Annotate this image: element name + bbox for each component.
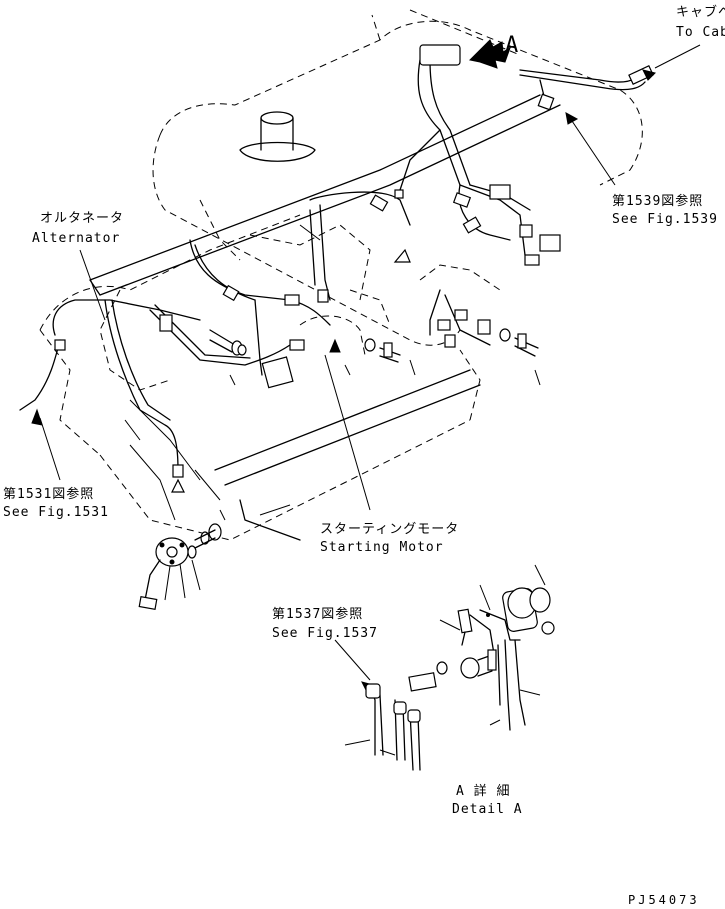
main-harness: [19, 59, 646, 471]
fig1537-ref-jp: 第1537図参照: [272, 606, 363, 622]
connectors: [54, 44, 654, 478]
arrows: [31, 39, 656, 693]
filler-cap: [239, 111, 316, 162]
detail-a-assembly: [344, 564, 555, 771]
detail-a-label-en: Detail A: [452, 802, 523, 817]
fig1539-ref-jp: 第1539図参照: [612, 193, 703, 209]
labels: キャブへ To Cab A 第1539図参照 See Fig.1539 オルタネ…: [3, 4, 725, 907]
alternator-label-jp: オルタネータ: [40, 211, 124, 226]
bolts-main-view: [138, 328, 539, 611]
alternator-shape: [99, 289, 221, 521]
starting-motor-shape: [299, 289, 391, 356]
fig1539-ref-en: See Fig.1539: [612, 212, 718, 227]
to-cab-label-jp: キャブへ: [676, 4, 725, 20]
starting-motor-label-jp: スターティングモータ: [320, 522, 459, 537]
alternator-label-en: Alternator: [32, 231, 120, 246]
leader-lines: [39, 44, 701, 681]
fig1531-ref-jp: 第1531図参照: [3, 486, 94, 502]
detail-a-label-jp: A 詳 細: [456, 783, 510, 799]
to-cab-label-en: To Cab: [676, 25, 725, 40]
frame-beams: [89, 94, 561, 541]
fig1531-ref-en: See Fig.1531: [3, 505, 109, 520]
starting-motor-label-en: Starting Motor: [320, 540, 444, 555]
view-a-marker: A: [505, 33, 519, 58]
fig1537-ref-en: See Fig.1537: [272, 626, 378, 641]
drawing-code: PJ54073: [628, 893, 700, 907]
